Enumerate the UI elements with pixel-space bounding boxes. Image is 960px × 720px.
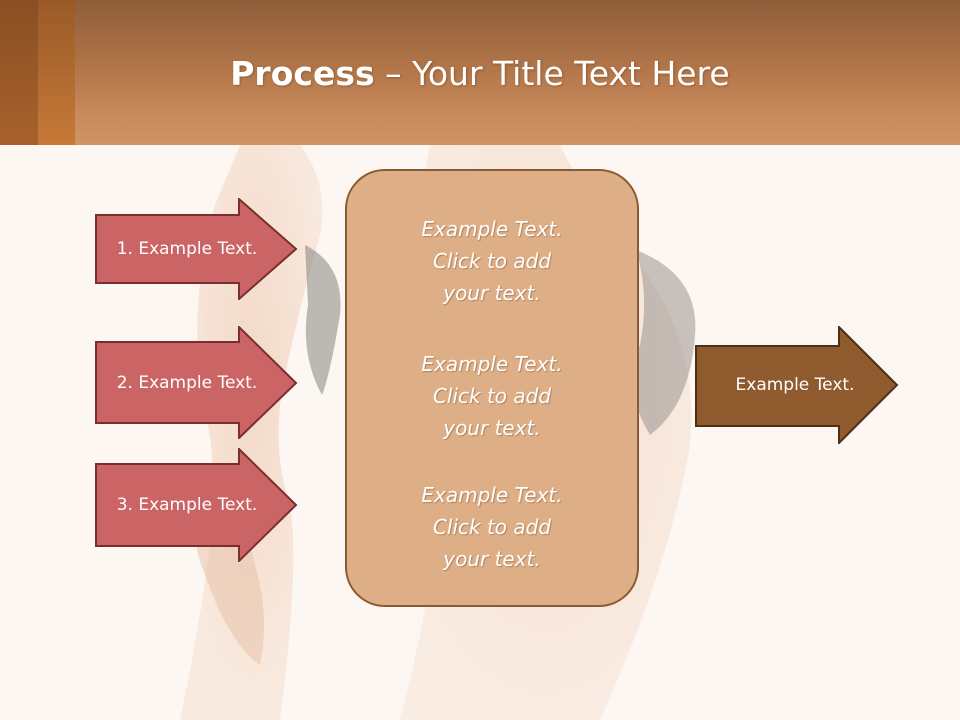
title-bar: Process – Your Title Text Here [0, 0, 960, 145]
process-text-block-3[interactable]: Example Text. Click to add your text. [421, 483, 563, 571]
arrow-shape [95, 448, 298, 562]
slide-title[interactable]: Process – Your Title Text Here [0, 52, 960, 96]
input-arrow-label: 3. Example Text. [116, 495, 258, 515]
slide-title-bold: Process [230, 54, 375, 93]
header-stripe [0, 0, 38, 145]
input-arrow-label: 2. Example Text. [116, 372, 258, 393]
process-box[interactable]: Example Text. Click to add your text. Ex… [345, 169, 639, 607]
process-text-block-2[interactable]: Example Text. Click to add your text. [421, 352, 563, 440]
input-arrow-1[interactable]: 1. Example Text. [95, 198, 298, 300]
input-arrow-label: 1. Example Text. [116, 239, 258, 259]
output-arrow[interactable]: Example Text. [695, 326, 899, 444]
input-arrow-2[interactable]: 2. Example Text. [95, 326, 298, 439]
input-arrow-3[interactable]: 3. Example Text. [95, 448, 298, 562]
arrow-shape [95, 326, 298, 439]
process-text-block-1[interactable]: Example Text. Click to add your text. [421, 217, 563, 305]
header-stripe [38, 0, 75, 145]
slide-title-rest: – Your Title Text Here [374, 54, 730, 93]
arrow-shape [95, 198, 298, 300]
output-arrow-label: Example Text. [735, 375, 855, 395]
arrow-shape [695, 326, 899, 444]
